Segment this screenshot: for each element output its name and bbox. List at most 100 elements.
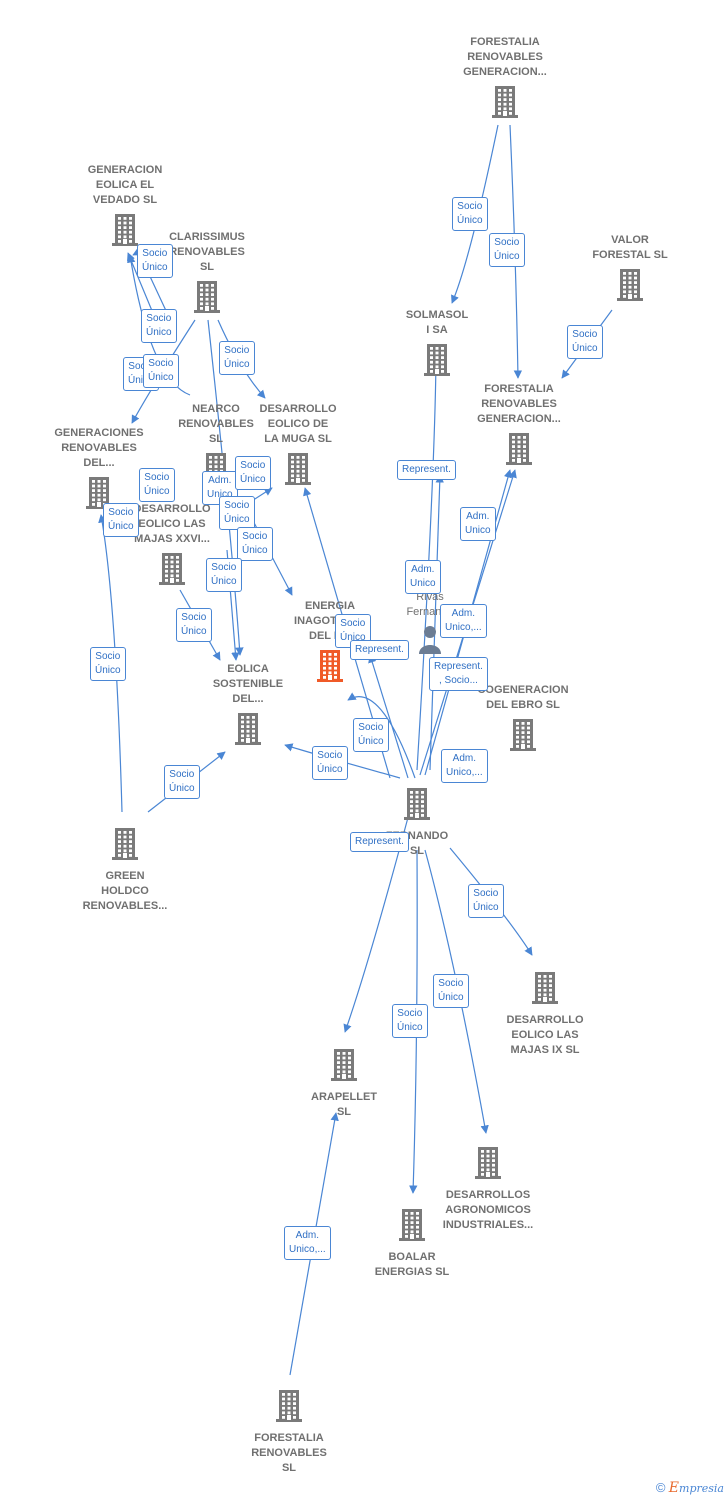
node-label-line: SL (281, 1462, 297, 1474)
node-label-line: SOSTENIBLE (212, 678, 284, 690)
node-label-line: GENERACION... (477, 413, 561, 425)
edge-label-line: Único (128, 375, 154, 386)
node-label-line: COGENERACION (477, 684, 569, 696)
node-label-line: GENERACION... (463, 66, 547, 78)
node-label-line: CLARISSIMUS (169, 231, 245, 243)
building-icon (352, 786, 482, 825)
building-icon (458, 717, 588, 756)
edge-label-t25[interactable]: Adm.Unico (405, 560, 441, 594)
node-label-line: SL (199, 261, 215, 273)
edge-label-line: Único (108, 521, 134, 532)
relationship-edge (451, 124, 499, 304)
building-icon (107, 551, 237, 590)
building-icon (372, 342, 502, 381)
edge-label-line: Socio (494, 237, 520, 248)
node-label: DESARROLLO EOLICO LAS MAJAS IX SL (480, 1013, 610, 1058)
node-label-line: EOLICO LAS (511, 1029, 579, 1041)
relationship-edge (127, 254, 191, 396)
edge-label-line: Socio (457, 201, 483, 212)
node-desarrollo-majas-ix[interactable]: DESARROLLO EOLICO LAS MAJAS IX SL (480, 966, 610, 1058)
edge-label-line: Unico (207, 489, 233, 500)
building-icon (454, 431, 584, 470)
node-label-line: MAJAS IX SL (510, 1044, 580, 1056)
relationship-edge (368, 654, 409, 779)
node-label-line: BOALAR (388, 1251, 436, 1263)
edge-label-t16[interactable]: Adm.Unico (460, 507, 496, 541)
edge-label-t26[interactable]: Adm.Unico,... (441, 749, 488, 783)
footer-brand: © Empresia (656, 1480, 724, 1496)
node-label-line: FORESTALIA (484, 383, 554, 395)
node-label-line: RENOVABLES... (82, 900, 168, 912)
edge-label-t18[interactable]: Adm.Unico,... (440, 604, 487, 638)
edge-label-t33[interactable]: Adm.Unico,... (284, 1226, 331, 1260)
node-label-line: EOLICA (227, 663, 269, 675)
edge-label-line: Único (146, 327, 172, 338)
building-icon (279, 1047, 409, 1086)
edge-label-t29[interactable]: Represent. (350, 832, 409, 852)
edge-label-line: Socio (146, 313, 172, 324)
node-label-line: HOLDCO (101, 885, 149, 897)
edge-label-line: Unico,... (446, 767, 483, 778)
edge-label-t22[interactable]: Represent., Socio... (429, 657, 488, 691)
edge-label-t10[interactable]: Represent. (397, 460, 456, 480)
edge-label-line: Único (438, 992, 464, 1003)
node-label-line: DESARROLLO (506, 1014, 584, 1026)
node-label-line: NEARCO (192, 403, 240, 415)
edge-label-line: Socio (224, 500, 250, 511)
building-icon (224, 1388, 354, 1427)
edge-label-line: Socio (358, 722, 384, 733)
node-label-line: DEL... (83, 457, 115, 469)
edge-label-line: Represent. (355, 836, 404, 847)
edge-label-line: Socio (438, 978, 464, 989)
node-label-line: SL (208, 433, 224, 445)
node-label-line: DESARROLLO (259, 403, 337, 415)
edge-label-t21[interactable]: Represent. (350, 640, 409, 660)
edge-label-line: Único (240, 474, 266, 485)
edge-label-line: Único (340, 632, 366, 643)
